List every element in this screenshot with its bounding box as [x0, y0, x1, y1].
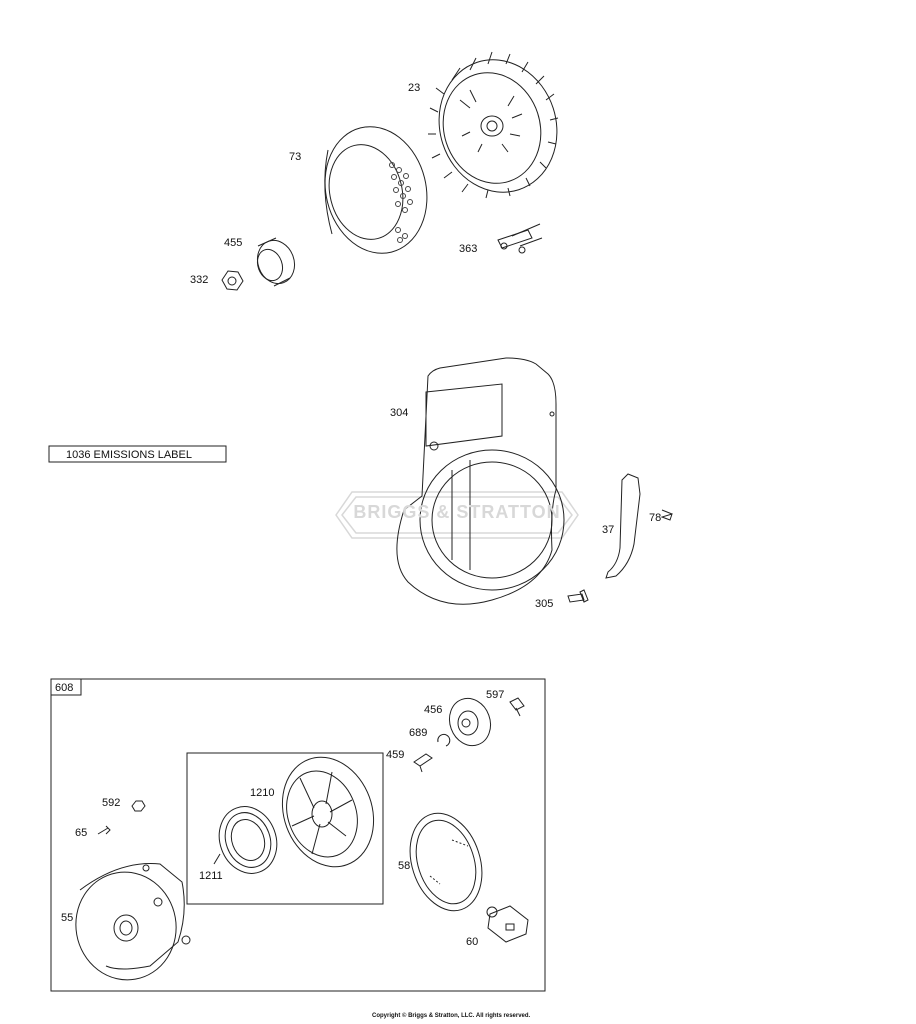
- emissions-label-box: [48, 445, 227, 463]
- starter-rope: [409, 812, 483, 912]
- callout-73: 73: [289, 151, 302, 163]
- callout-597: 597: [486, 689, 505, 701]
- retaining-ring: [437, 733, 451, 747]
- callout-456: 456: [424, 704, 443, 716]
- callout-592: 592: [102, 797, 121, 809]
- finger-guard: [605, 473, 641, 579]
- starter-housing: [75, 863, 191, 981]
- rotating-screen: [324, 126, 428, 254]
- callout-1210: 1210: [250, 787, 275, 799]
- callout-23: 23: [408, 82, 421, 94]
- callout-78: 78: [649, 512, 662, 524]
- starter-assembly-box: [50, 678, 546, 992]
- emissions-label-text: 1036 EMISSIONS LABEL: [66, 449, 192, 461]
- screw-78: [660, 509, 673, 521]
- watermark-text: BRIGGS & STRATTON: [353, 502, 561, 522]
- flywheel: [428, 51, 559, 199]
- callout-304: 304: [390, 407, 409, 419]
- callout-459: 459: [386, 749, 405, 761]
- copyright-notice: Copyright © Briggs & Stratton, LLC. All …: [372, 1013, 531, 1019]
- callout-689: 689: [409, 727, 428, 739]
- callout-60: 60: [466, 936, 479, 948]
- pawl: [413, 753, 433, 773]
- starter-handle: [486, 905, 529, 943]
- recoil-spring: [213, 806, 278, 874]
- pulley-spring-box: [186, 752, 384, 905]
- callout-455: 455: [224, 237, 243, 249]
- callout-65: 65: [75, 827, 88, 839]
- blower-housing: [396, 357, 565, 605]
- callout-332: 332: [190, 274, 209, 286]
- pawl-plate: [448, 697, 492, 747]
- nut-592: [131, 800, 146, 812]
- flywheel-nut: [221, 270, 244, 291]
- callout-37: 37: [602, 524, 615, 536]
- callout-305: 305: [535, 598, 554, 610]
- watermark-logo: [335, 491, 579, 539]
- callout-363: 363: [459, 243, 478, 255]
- starter-assembly-tag: [50, 678, 82, 696]
- screw-305: [567, 589, 589, 603]
- callout-58: 58: [398, 860, 411, 872]
- ground-bracket: [497, 223, 543, 254]
- starter-pulley: [281, 756, 375, 868]
- callout-608: 608: [55, 682, 74, 694]
- callout-55: 55: [61, 912, 74, 924]
- screw-65: [97, 825, 111, 835]
- screw-597: [509, 697, 525, 717]
- callout-1211: 1211: [199, 870, 223, 882]
- starter-cup: [256, 237, 296, 287]
